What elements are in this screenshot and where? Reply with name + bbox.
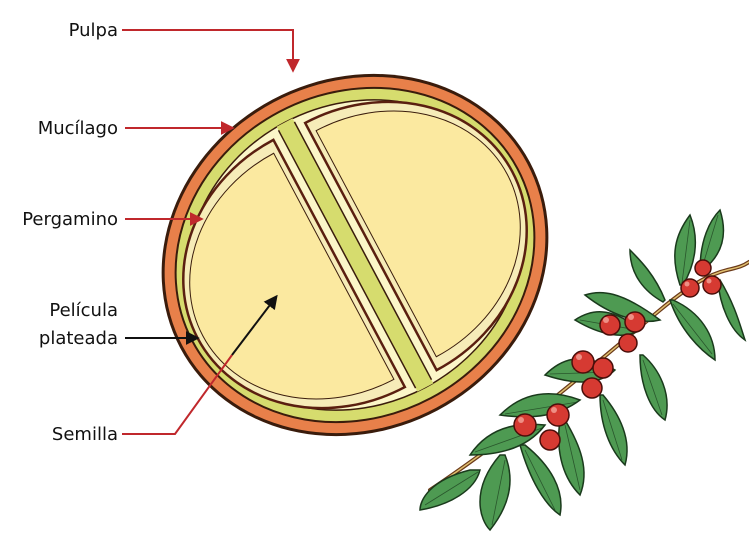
label-pergamino: Pergamino xyxy=(22,209,118,230)
pulpa-pointer xyxy=(122,30,293,70)
label-pelicula-line1: Película xyxy=(49,300,118,321)
label-pulpa: Pulpa xyxy=(69,20,118,41)
label-semilla: Semilla xyxy=(52,424,118,445)
label-pelicula-line2: plateada xyxy=(39,328,118,349)
diagram-labels: Pulpa Mucílago Pergamino Película platea… xyxy=(22,20,118,445)
label-mucilago: Mucílago xyxy=(38,118,118,139)
